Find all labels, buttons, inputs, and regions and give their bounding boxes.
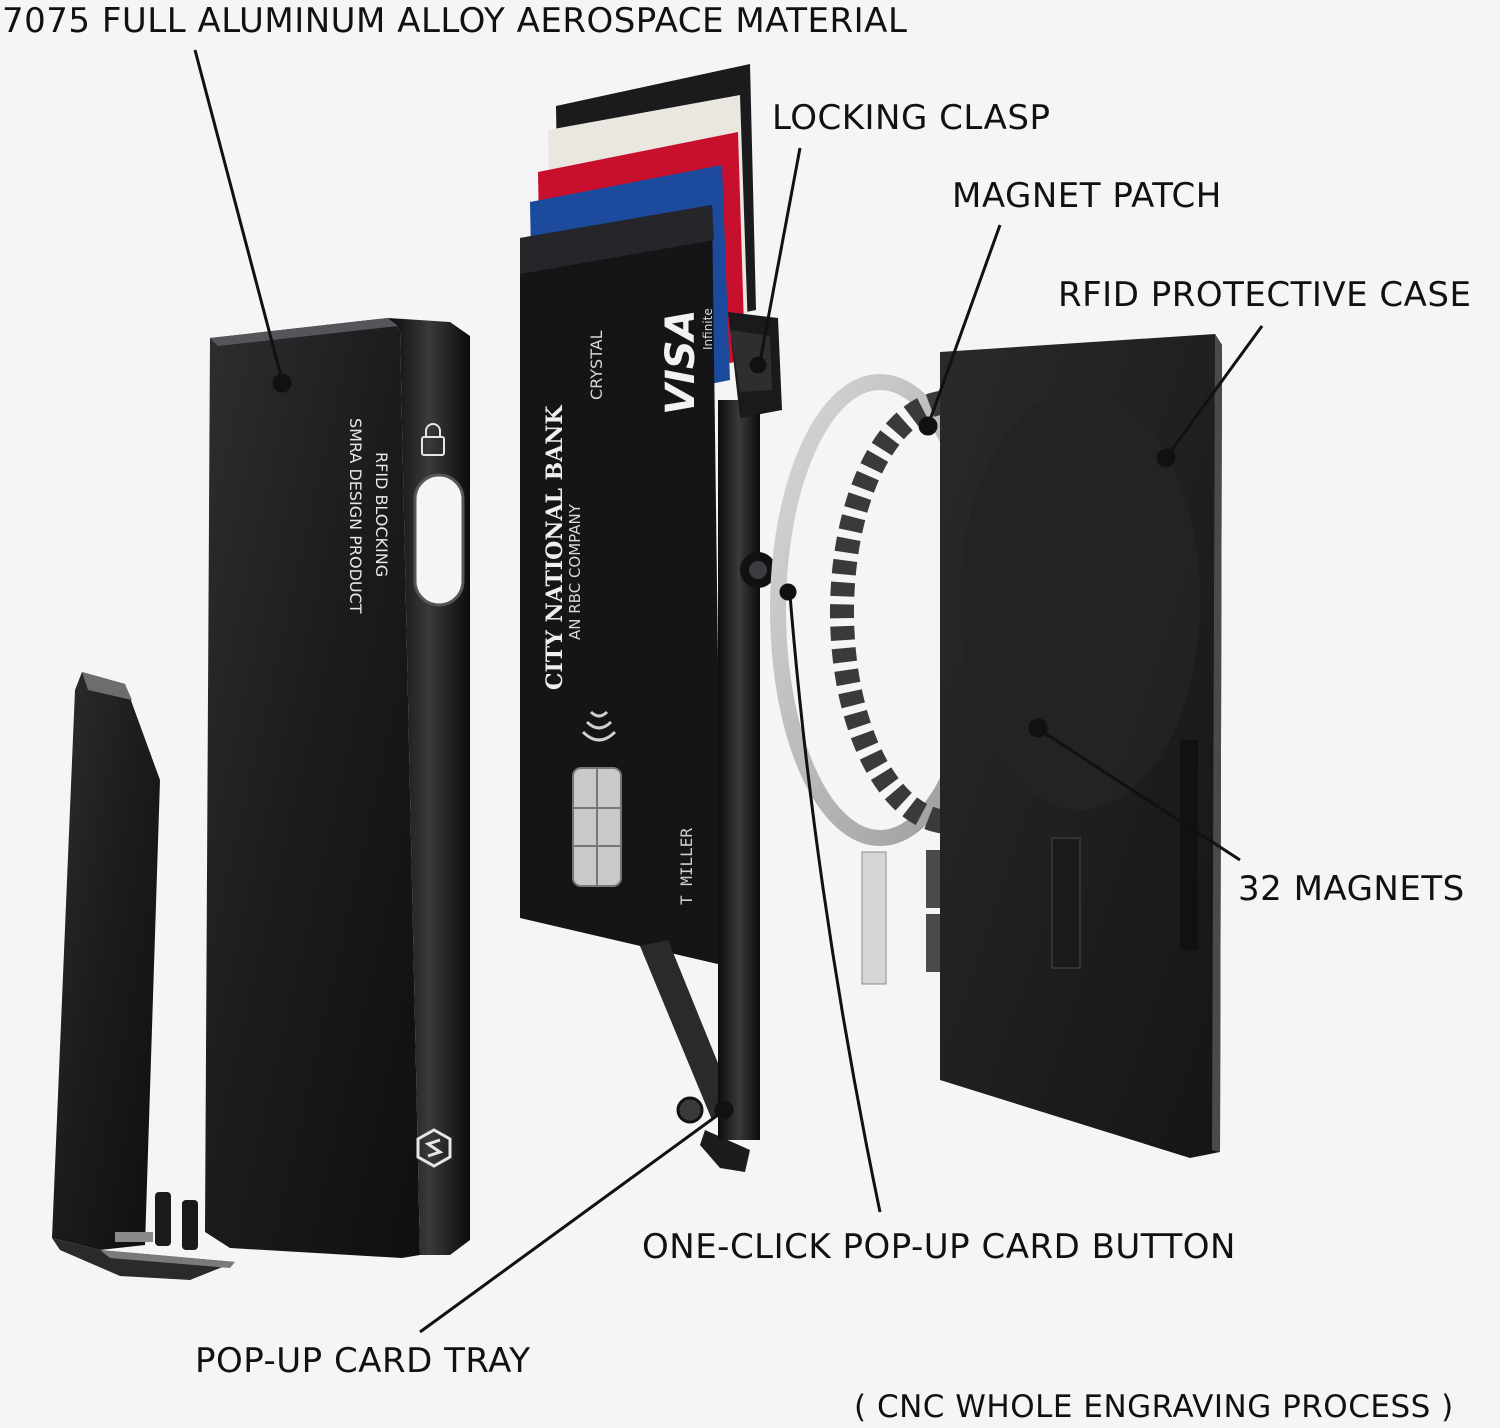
pop-up-button [740,552,776,588]
thumb-slot [413,473,465,607]
label-locking-clasp: LOCKING CLASP [772,98,1051,138]
leader-rfid-case [1166,325,1264,456]
contactless-icon [581,710,617,742]
kickstand-pin [182,1200,198,1250]
kickstand-pin [155,1192,171,1246]
card-network: VISA [658,309,704,415]
leader-button [788,594,882,1213]
card-network-sub: Infinite [701,308,715,350]
label-cnc-process: ( CNC WHOLE ENGRAVING PROCESS ) [854,1389,1454,1425]
leader-dot [272,373,292,393]
label-rfid-case: RFID PROTECTIVE CASE [1058,275,1472,315]
card-tier: CRYSTAL [587,330,606,400]
main-card [520,205,722,965]
lock-icon [421,423,445,456]
metal-plate [861,851,887,985]
callout-lines [193,49,1264,1334]
card-bank-name: CITY NATIONAL BANK [542,405,568,690]
leader-dot [1156,448,1176,468]
label-material: 7075 FULL ALUMINUM ALLOY AEROSPACE MATER… [2,1,908,41]
leader-dot [714,1100,734,1120]
label-pop-up-button: ONE-CLICK POP-UP CARD BUTTON [642,1227,1236,1267]
brand-logo-icon [416,1128,452,1168]
leader-magnets [1039,728,1241,862]
label-32-magnets: 32 MAGNETS [1238,869,1465,909]
leader-material [193,49,284,381]
card-stack: CITY NATIONAL BANK AN RBC COMPANY CRYSTA… [520,64,756,965]
leader-dot [749,356,767,374]
wallet-text-rfid: RFID BLOCKING [372,452,391,577]
kickstand [52,672,235,1280]
card-holder-name: T MILLER [677,828,696,905]
leader-dot [779,583,797,601]
card-bank-sub: AN RBC COMPANY [566,503,584,640]
magsafe-recess [960,390,1200,810]
emv-chip-icon [572,767,622,887]
leader-magnet-patch [928,224,1002,421]
leader-dot [1028,718,1048,738]
wallet-text-smra: SMRA DESIGN PRODUCT [346,418,365,614]
label-pop-up-tray: POP-UP CARD TRAY [195,1341,531,1381]
tray-pivot [676,1096,704,1124]
label-magnet-patch: MAGNET PATCH [952,176,1222,216]
leader-dot [918,416,938,436]
leader-clasp [758,147,802,363]
aluminum-wallet-body: RFID BLOCKING SMRA DESIGN PRODUCT [205,318,470,1258]
leader-tray [419,1110,723,1334]
pop-up-card-tray [640,312,782,1172]
rfid-protective-case [940,334,1222,1158]
